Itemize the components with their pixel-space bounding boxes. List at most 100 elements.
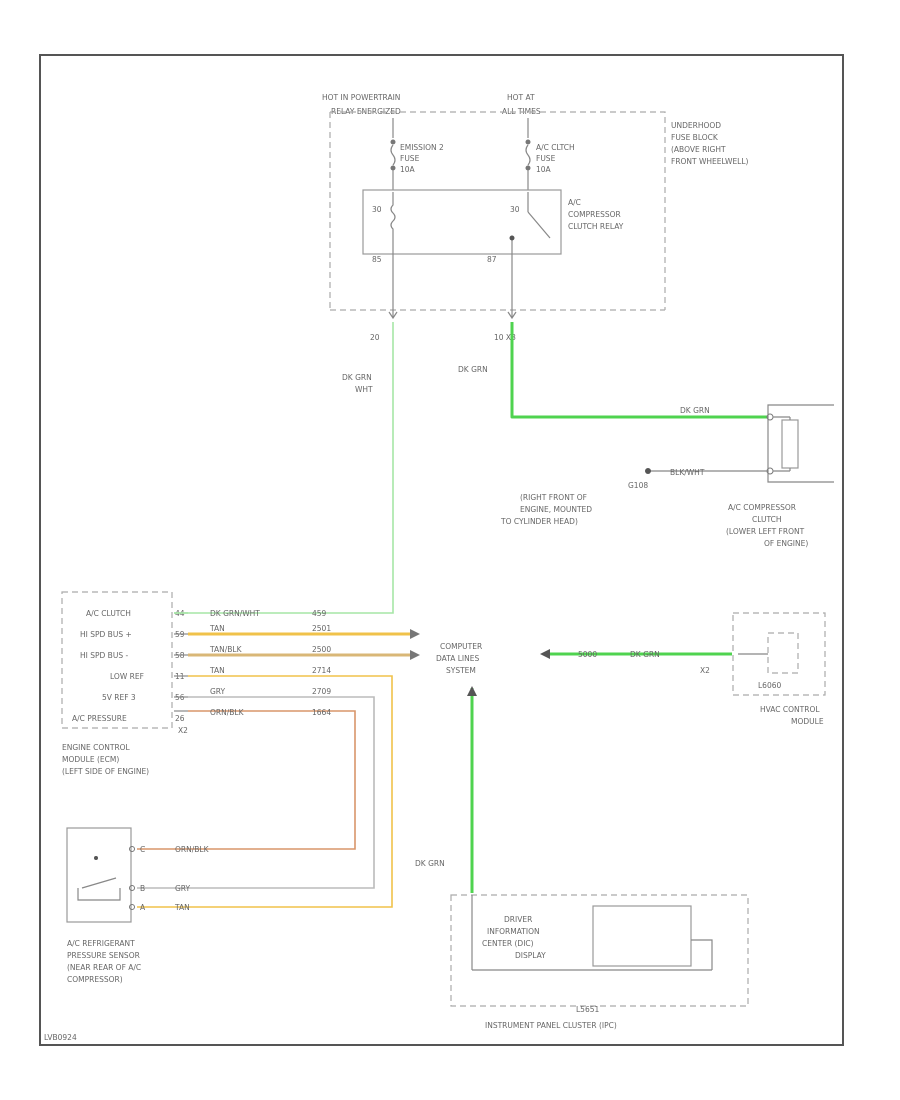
connector-pin-10-x3: 10 X3	[494, 333, 516, 342]
hot-all-times-label: HOT AT	[507, 93, 535, 102]
ground-g108-icon	[645, 468, 651, 474]
arrow-hvac-icon	[540, 649, 550, 659]
relay-pin-30-coil: 30	[372, 205, 382, 214]
emission-fuse	[390, 118, 396, 190]
ecm-label-2: MODULE (ECM)	[62, 755, 119, 764]
hvac-inner-box	[767, 632, 799, 674]
g108-label-3: ENGINE, MOUNTED	[520, 505, 592, 514]
sensor-wire-gry: GRY	[175, 884, 191, 893]
hvac-label-1: HVAC CONTROL	[760, 705, 820, 714]
dic-label-3: CENTER (DIC)	[482, 939, 534, 948]
ecm-wire-1-color: DK GRN/WHT	[210, 609, 260, 618]
ipc-label: INSTRUMENT PANEL CLUSTER (IPC)	[485, 1021, 617, 1030]
ecm-wire-5-color: GRY	[210, 687, 226, 696]
clutch-label-2: CLUTCH	[752, 515, 782, 524]
sensor-label-4: COMPRESSOR)	[67, 975, 123, 984]
ecm-pin-hs-bus-minus: HI SPD BUS -	[80, 651, 128, 660]
ecm-pin-hs-bus-plus: HI SPD BUS +	[80, 630, 132, 639]
ac-clutch-fuse-label-2: FUSE	[536, 154, 556, 163]
ecm-wire-5-number: 2709	[312, 687, 331, 696]
fuse-block-outline-top	[330, 111, 666, 310]
underhood-label-1: UNDERHOOD	[671, 121, 721, 130]
ecm-connector-x2: X2	[178, 726, 188, 735]
ecm-wire-2-number: 2501	[312, 624, 331, 633]
ac-clutch-fuse	[525, 118, 531, 190]
hvac-pin: X2	[700, 666, 710, 675]
relay-pin-30-switch: 30	[510, 205, 520, 214]
g108-label-4: TO CYLINDER HEAD)	[500, 517, 578, 526]
hvac-wire-number: 5000	[578, 650, 597, 659]
g108-label-2: (RIGHT FRONT OF	[520, 493, 587, 502]
ecm-wire-6-color: ORN/BLK	[210, 708, 245, 717]
arrow-ipc-icon	[467, 686, 477, 696]
sensor-label-1: A/C REFRIGERANT	[67, 939, 135, 948]
underhood-label-4: FRONT WHEELWELL)	[671, 157, 749, 166]
dic-label-4: DISPLAY	[515, 951, 546, 960]
hot-powertrain-label-2: RELAY ENERGIZED	[331, 107, 401, 116]
ecm-pin-ac-pressure: A/C PRESSURE	[72, 714, 127, 723]
hvac-wire-color: DK GRN	[630, 650, 660, 659]
sensor-label-2: PRESSURE SENSOR	[67, 951, 140, 960]
arrow-hs-bus-plus-icon	[410, 629, 420, 639]
ecm-wire-1-number: 459	[312, 609, 327, 618]
relay-coil	[390, 192, 396, 254]
ecm-pin-number-26: 26	[175, 714, 185, 723]
ecm-wire-6-number: 1664	[312, 708, 331, 717]
wire-gry-2709	[137, 696, 375, 889]
hot-powertrain-label: HOT IN POWERTRAIN	[322, 93, 400, 102]
cdl-label-2: DATA LINES	[436, 654, 479, 663]
sensor-wire-tan: TAN	[174, 903, 190, 912]
ecm-wire-4-color: TAN	[209, 666, 225, 675]
hvac-ground-label: L6060	[758, 681, 781, 690]
clutch-label-3: (LOWER LEFT FRONT	[726, 527, 805, 536]
arrow-hs-bus-minus-icon	[410, 650, 420, 660]
sensor-label-3: (NEAR REAR OF A/C	[67, 963, 141, 972]
dic-display	[592, 905, 692, 967]
wire-dkgrn-right-label: DK GRN	[680, 406, 710, 415]
emission-fuse-label-3: 10A	[400, 165, 416, 174]
wire-black-label: BLK/WHT	[670, 468, 705, 477]
page-code: LVB0924	[44, 1033, 77, 1042]
ac-pressure-sensor	[66, 827, 132, 923]
relay-label-1: A/C	[568, 198, 581, 207]
cdl-label-3: SYSTEM	[446, 666, 476, 675]
diagram-frame	[39, 54, 844, 1046]
ac-clutch-fuse-label-1: A/C CLTCH	[536, 143, 575, 152]
ecm-pin-ac-clutch: A/C CLUTCH	[86, 609, 131, 618]
instrument-panel-cluster	[450, 894, 749, 1007]
wire-orn-blk-1664	[137, 710, 356, 850]
hvac-control-module	[732, 612, 826, 696]
relay-pin-87: 87	[487, 255, 497, 264]
wire-tan-2714	[137, 675, 393, 908]
emission-fuse-label-2: FUSE	[400, 154, 420, 163]
relay-label-2: COMPRESSOR	[568, 210, 621, 219]
underhood-label-3: (ABOVE RIGHT	[671, 145, 726, 154]
ecm-pin-5v-ref: 5V REF 3	[102, 693, 136, 702]
underhood-label-2: FUSE BLOCK	[671, 133, 719, 142]
clutch-label-1: A/C COMPRESSOR	[728, 503, 796, 512]
ecm-wire-2-color: TAN	[209, 624, 225, 633]
wire-dkgrn-wht-label-2: WHT	[355, 385, 373, 394]
ecm-pin-low-ref: LOW REF	[110, 672, 144, 681]
sensor-pin-c: C	[140, 845, 145, 854]
ipc-ground-label: L5651	[576, 1005, 599, 1014]
dic-label-2: INFORMATION	[487, 927, 540, 936]
wire-dkgrn-wht-459	[174, 322, 394, 614]
ecm-label-1: ENGINE CONTROL	[62, 743, 131, 752]
g108-label-1: G108	[628, 481, 648, 490]
wire-dkgrn-clutch	[510, 322, 767, 419]
ac-compressor-clutch	[766, 404, 834, 483]
ac-compressor-clutch-relay	[362, 189, 562, 255]
dic-label-1: DRIVER	[504, 915, 532, 924]
ecm-label-3: (LEFT SIDE OF ENGINE)	[62, 767, 149, 776]
ecm-wire-3-color: TAN/BLK	[209, 645, 243, 654]
relay-switch-blade	[527, 211, 551, 239]
connector-pin-20: 20	[370, 333, 380, 342]
wire-dkgrn-top-label: DK GRN	[458, 365, 488, 374]
clutch-label-4: OF ENGINE)	[764, 539, 808, 548]
ecm-wire-3-number: 2500	[312, 645, 331, 654]
ac-clutch-fuse-label-3: 10A	[536, 165, 552, 174]
ecm-outline	[61, 591, 173, 729]
sensor-wire-orn: ORN/BLK	[175, 845, 210, 854]
